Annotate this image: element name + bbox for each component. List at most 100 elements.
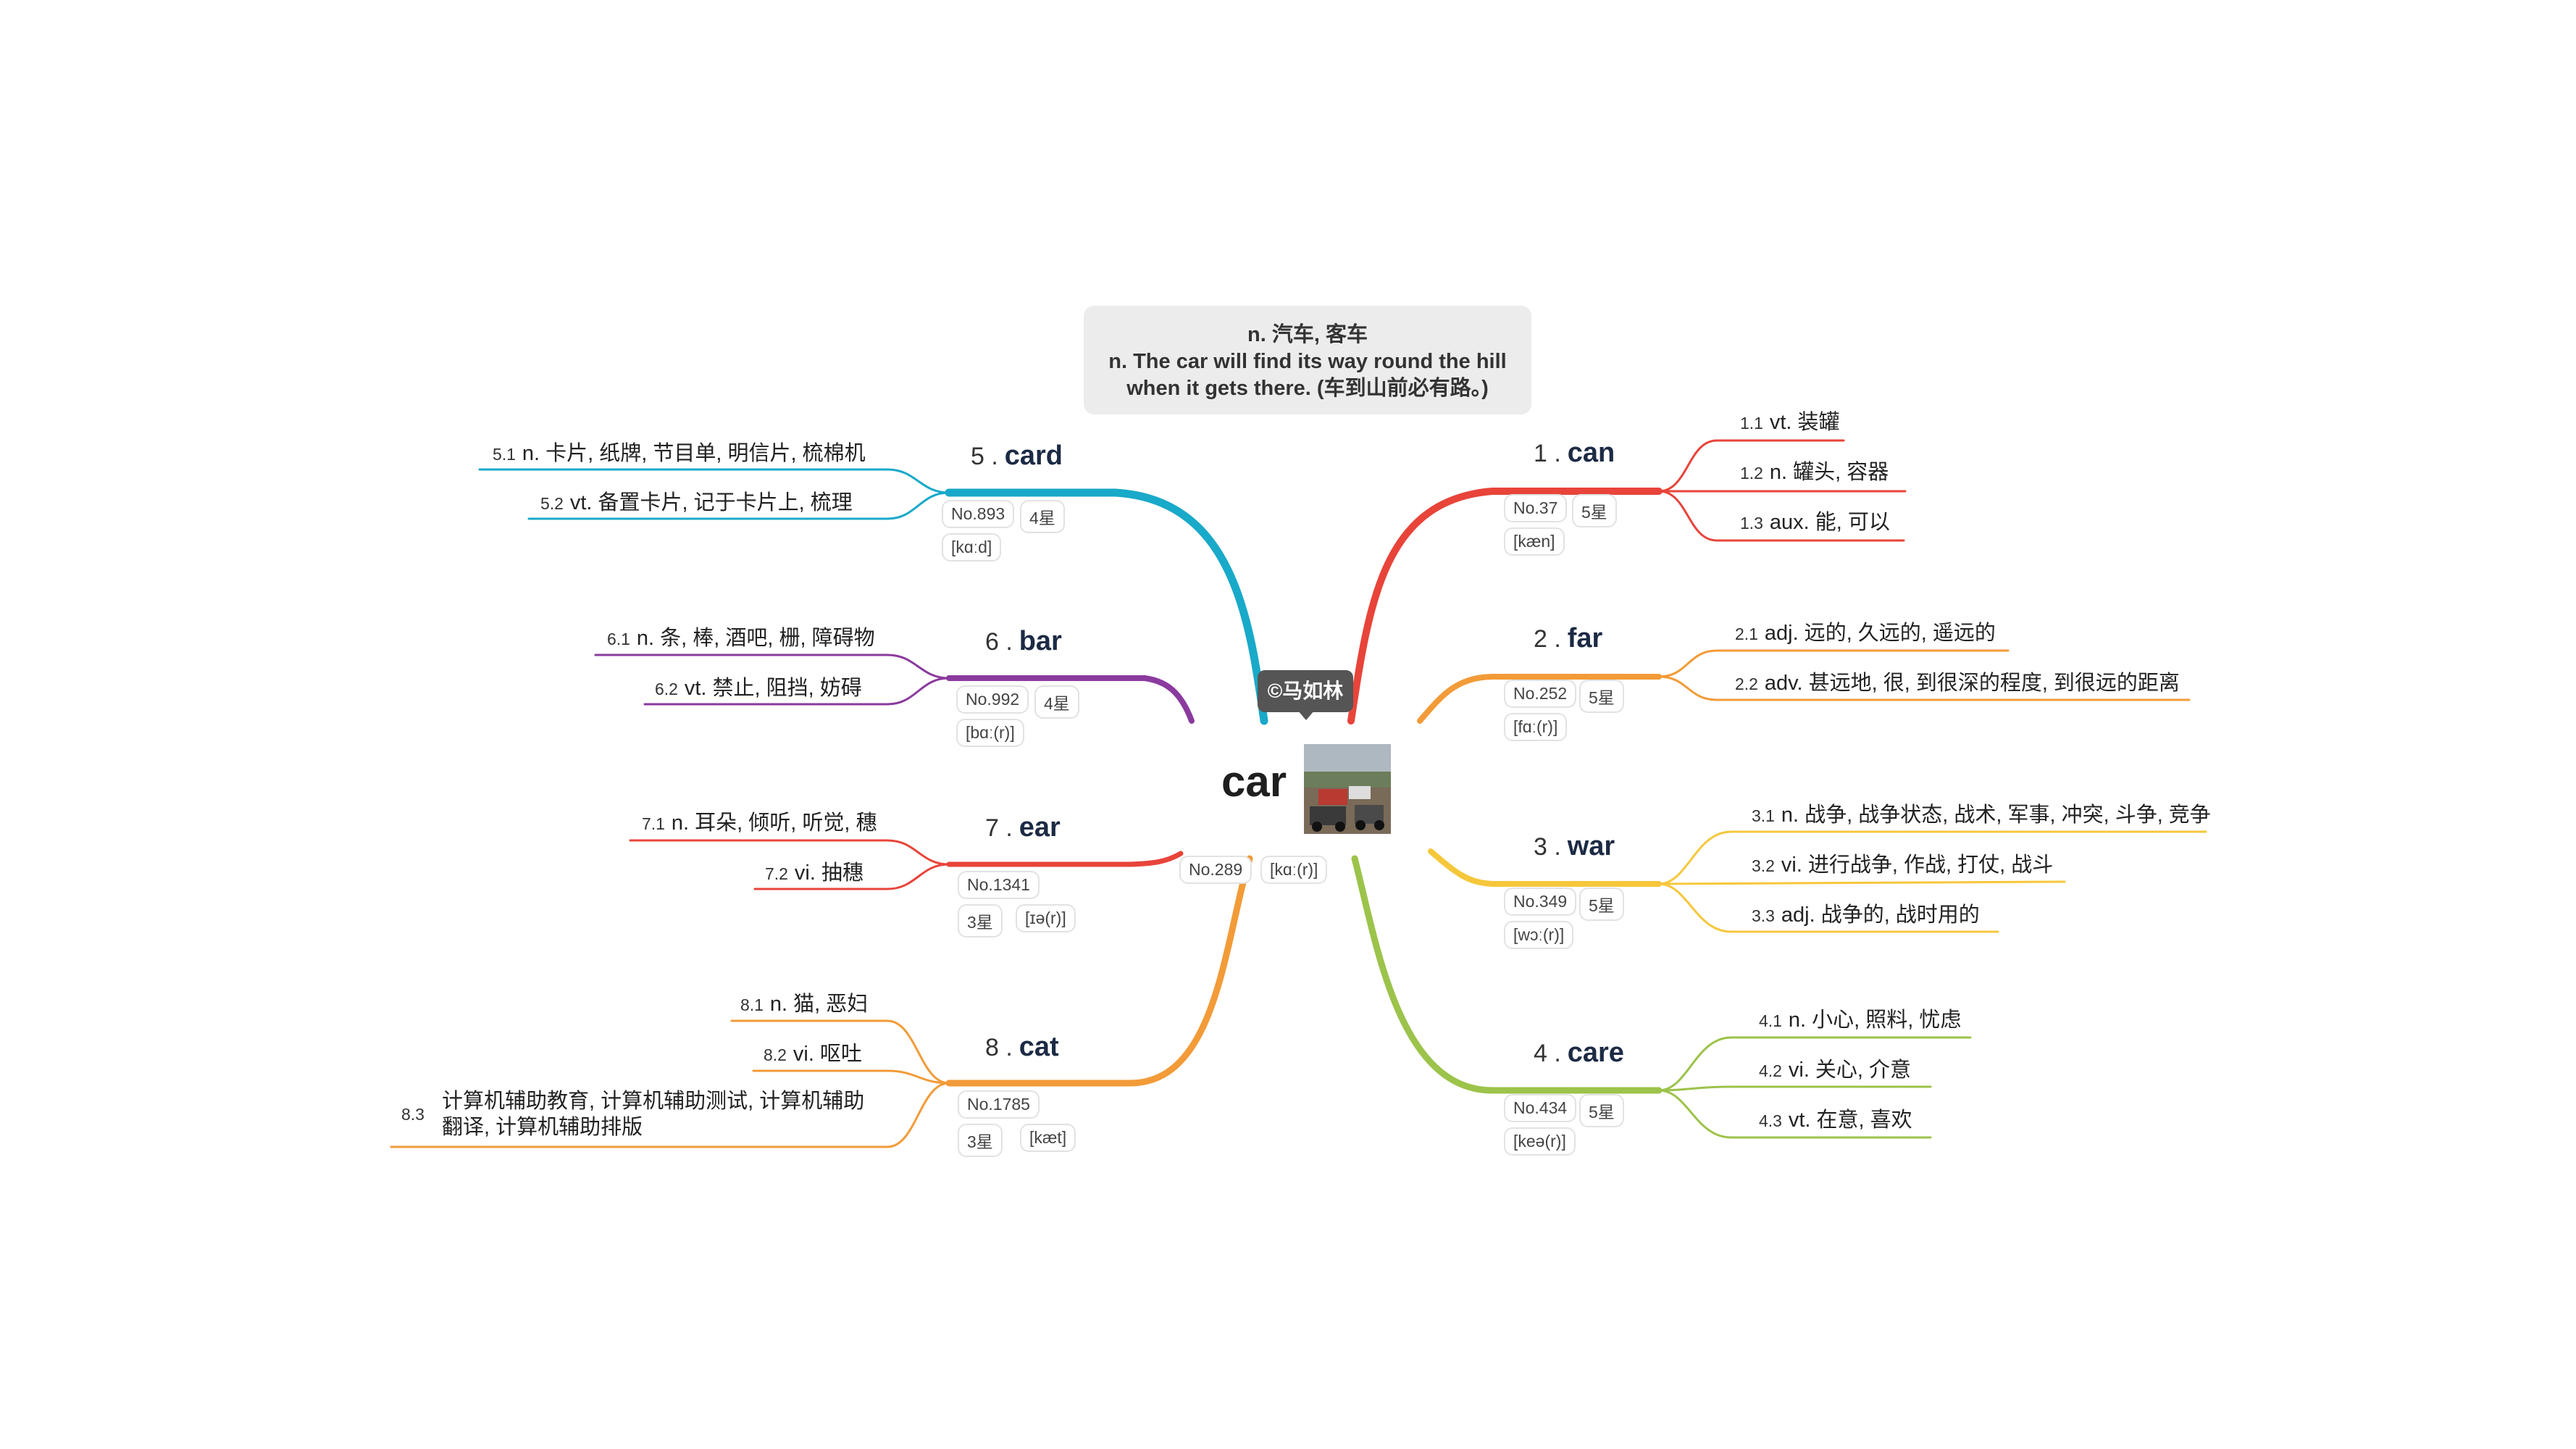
subtopic-8-3[interactable]: 8.3 计算机辅助教育, 计算机辅助测试, 计算机辅助翻译, 计算机辅助排版 [401,1088,879,1140]
subtopic-text: n. 猫, 恶妇 [769,993,869,1016]
subtopic-2-1[interactable]: 2.1 adj. 远的, 久远的, 遥远的 [1735,616,1996,646]
subtopic-4-2[interactable]: 4.2 vi. 关心, 介意 [1759,1053,1911,1083]
branch-can [1347,488,1663,724]
sub-line-7-1 [629,839,950,866]
topic-can-phonetic-badge: [kæn] [1504,527,1565,556]
car-race-photo-icon [1304,744,1391,834]
subtopic-number: 8.1 [740,995,764,1014]
subtopic-text: vi. 进行战争, 作战, 打仗, 战斗 [1781,853,2054,877]
subtopic-1-2[interactable]: 1.2 n. 罐头, 容器 [1740,455,1889,485]
topic-far[interactable]: 2 . far [1534,623,1602,654]
subtopic-text: vi. 抽穗 [794,861,863,885]
branch-far [1417,674,1662,724]
sub-line-7-2 [753,863,950,890]
topic-cat-stars-badge: 3星 [958,1124,1003,1157]
topic-number: 1 . [1534,440,1561,467]
subtopic-number: 1.2 [1740,464,1763,483]
topic-word: war [1567,831,1615,861]
subtopic-text: n. 条, 棒, 酒吧, 栅, 障碍物 [636,627,875,650]
branch-war [1428,848,1662,887]
topic-word: ear [1019,812,1061,843]
sub-line-3-3 [1657,882,1999,933]
subtopic-number: 6.2 [655,680,678,698]
sub-line-2-1 [1657,649,2010,678]
topic-care[interactable]: 4 . care [1534,1037,1624,1069]
topic-number: 6 . [985,628,1013,656]
sub-line-6-2 [643,677,950,706]
topic-bar-number-badge: No.992 [956,685,1029,714]
branch-ear [946,851,1184,867]
topic-card[interactable]: 5 . card [971,440,1063,472]
subtopic-7-1[interactable]: 7.1 n. 耳朵, 倾听, 听觉, 穗 [642,806,877,836]
branch-cat [945,855,1253,1087]
subtopic-3-1[interactable]: 3.1 n. 战争, 战争状态, 战术, 军事, 冲突, 斗争, 竞争 [1752,798,2211,828]
callout-line-2: n. The car will find its way round the h… [1108,350,1507,373]
topic-ear-number-badge: No.1341 [958,871,1040,899]
subtopic-1-3[interactable]: 1.3 aux. 能, 可以 [1740,505,1890,535]
subtopic-text: adj. 远的, 久远的, 遥远的 [1764,622,1996,645]
subtopic-number: 4.1 [1759,1011,1782,1030]
topic-cat-phonetic-badge: [kæt] [1020,1124,1076,1152]
subtopic-number: 4.3 [1759,1111,1782,1130]
subtopic-number: 8.2 [764,1045,787,1064]
sub-line-1-1 [1657,439,1845,493]
topic-number: 3 . [1534,833,1561,861]
topic-care-stars-badge: 5星 [1579,1094,1624,1127]
topic-ear[interactable]: 7 . ear [985,812,1061,843]
subtopic-text: adj. 战争的, 战时用的 [1781,903,1980,927]
topic-can-stars-badge: 5星 [1572,494,1617,527]
subtopic-8-2[interactable]: 8.2 vi. 呕吐 [764,1037,862,1067]
subtopic-text: vt. 禁止, 阻挡, 妨碍 [684,677,862,700]
topic-word: far [1567,623,1603,653]
subtopic-text: vt. 装罐 [1769,411,1840,434]
topic-bar[interactable]: 6 . bar [985,626,1062,657]
subtopic-3-2[interactable]: 3.2 vi. 进行战争, 作战, 打仗, 战斗 [1752,848,2053,878]
topic-word: cat [1019,1032,1059,1062]
subtopic-number: 6.1 [607,630,630,648]
subtopic-7-2[interactable]: 7.2 vi. 抽穗 [765,856,863,886]
author-tag: ©马如林 [1258,670,1353,712]
callout-line-1: n. 汽车, 客车 [1247,323,1368,346]
subtopic-text: n. 耳朵, 倾听, 听觉, 穗 [671,811,877,835]
subtopic-3-3[interactable]: 3.3 adj. 战争的, 战时用的 [1752,898,1980,928]
topic-cat[interactable]: 8 . cat [985,1032,1059,1063]
subtopic-number: 3.1 [1752,806,1775,825]
topic-cat-number-badge: No.1785 [958,1090,1040,1119]
subtopic-number: 3.3 [1752,906,1775,925]
topic-care-phonetic-badge: [keə(r)] [1504,1127,1576,1156]
branch-card [945,488,1268,725]
subtopic-number: 8.3 [401,1104,425,1124]
subtopic-1-1[interactable]: 1.1 vt. 装罐 [1740,405,1840,435]
subtopic-text: n. 罐头, 容器 [1769,461,1889,484]
topic-can[interactable]: 1 . can [1534,438,1615,469]
definition-callout: n. 汽车, 客车 n. The car will find its way r… [1084,306,1531,414]
subtopic-text: vi. 呕吐 [793,1043,862,1066]
subtopic-4-3[interactable]: 4.3 vt. 在意, 喜欢 [1759,1103,1912,1133]
topic-war-phonetic-badge: [wɔː(r)] [1504,921,1574,949]
subtopic-number: 7.1 [642,814,665,833]
subtopic-6-1[interactable]: 6.1 n. 条, 棒, 酒吧, 栅, 障碍物 [607,621,875,651]
topic-can-number-badge: No.37 [1504,494,1568,522]
central-number-badge: No.289 [1179,856,1253,884]
sub-line-5-1 [478,468,950,494]
topic-war-stars-badge: 5星 [1579,888,1624,921]
central-phonetic-badge: [kɑː(r)] [1260,856,1328,884]
subtopic-5-2[interactable]: 5.2 vt. 备置卡片, 记于卡片上, 梳理 [540,485,853,516]
subtopic-text: adv. 甚远地, 很, 到很深的程度, 到很远的距离 [1764,672,2180,695]
topic-word: bar [1019,626,1062,656]
subtopic-8-1[interactable]: 8.1 n. 猫, 恶妇 [740,987,868,1017]
topic-number: 7 . [985,814,1013,842]
central-word[interactable]: car [1221,757,1287,806]
topic-war[interactable]: 3 . war [1534,831,1615,862]
subtopic-5-1[interactable]: 5.1 n. 卡片, 纸牌, 节目单, 明信片, 梳棉机 [493,436,866,467]
subtopic-6-2[interactable]: 6.2 vt. 禁止, 阻挡, 妨碍 [655,671,862,701]
topic-ear-stars-badge: 3星 [958,904,1003,938]
subtopic-2-2[interactable]: 2.2 adv. 甚远地, 很, 到很深的程度, 到很远的距离 [1735,666,2180,696]
topic-number: 5 . [971,443,998,470]
subtopic-text: 计算机辅助教育, 计算机辅助测试, 计算机辅助翻译, 计算机辅助排版 [442,1090,865,1139]
author-tag-pointer [1297,710,1315,720]
subtopic-4-1[interactable]: 4.1 n. 小心, 照料, 忧虑 [1759,1003,1961,1033]
subtopic-number: 1.1 [1740,414,1763,433]
sub-line-2-2 [1657,675,2191,701]
